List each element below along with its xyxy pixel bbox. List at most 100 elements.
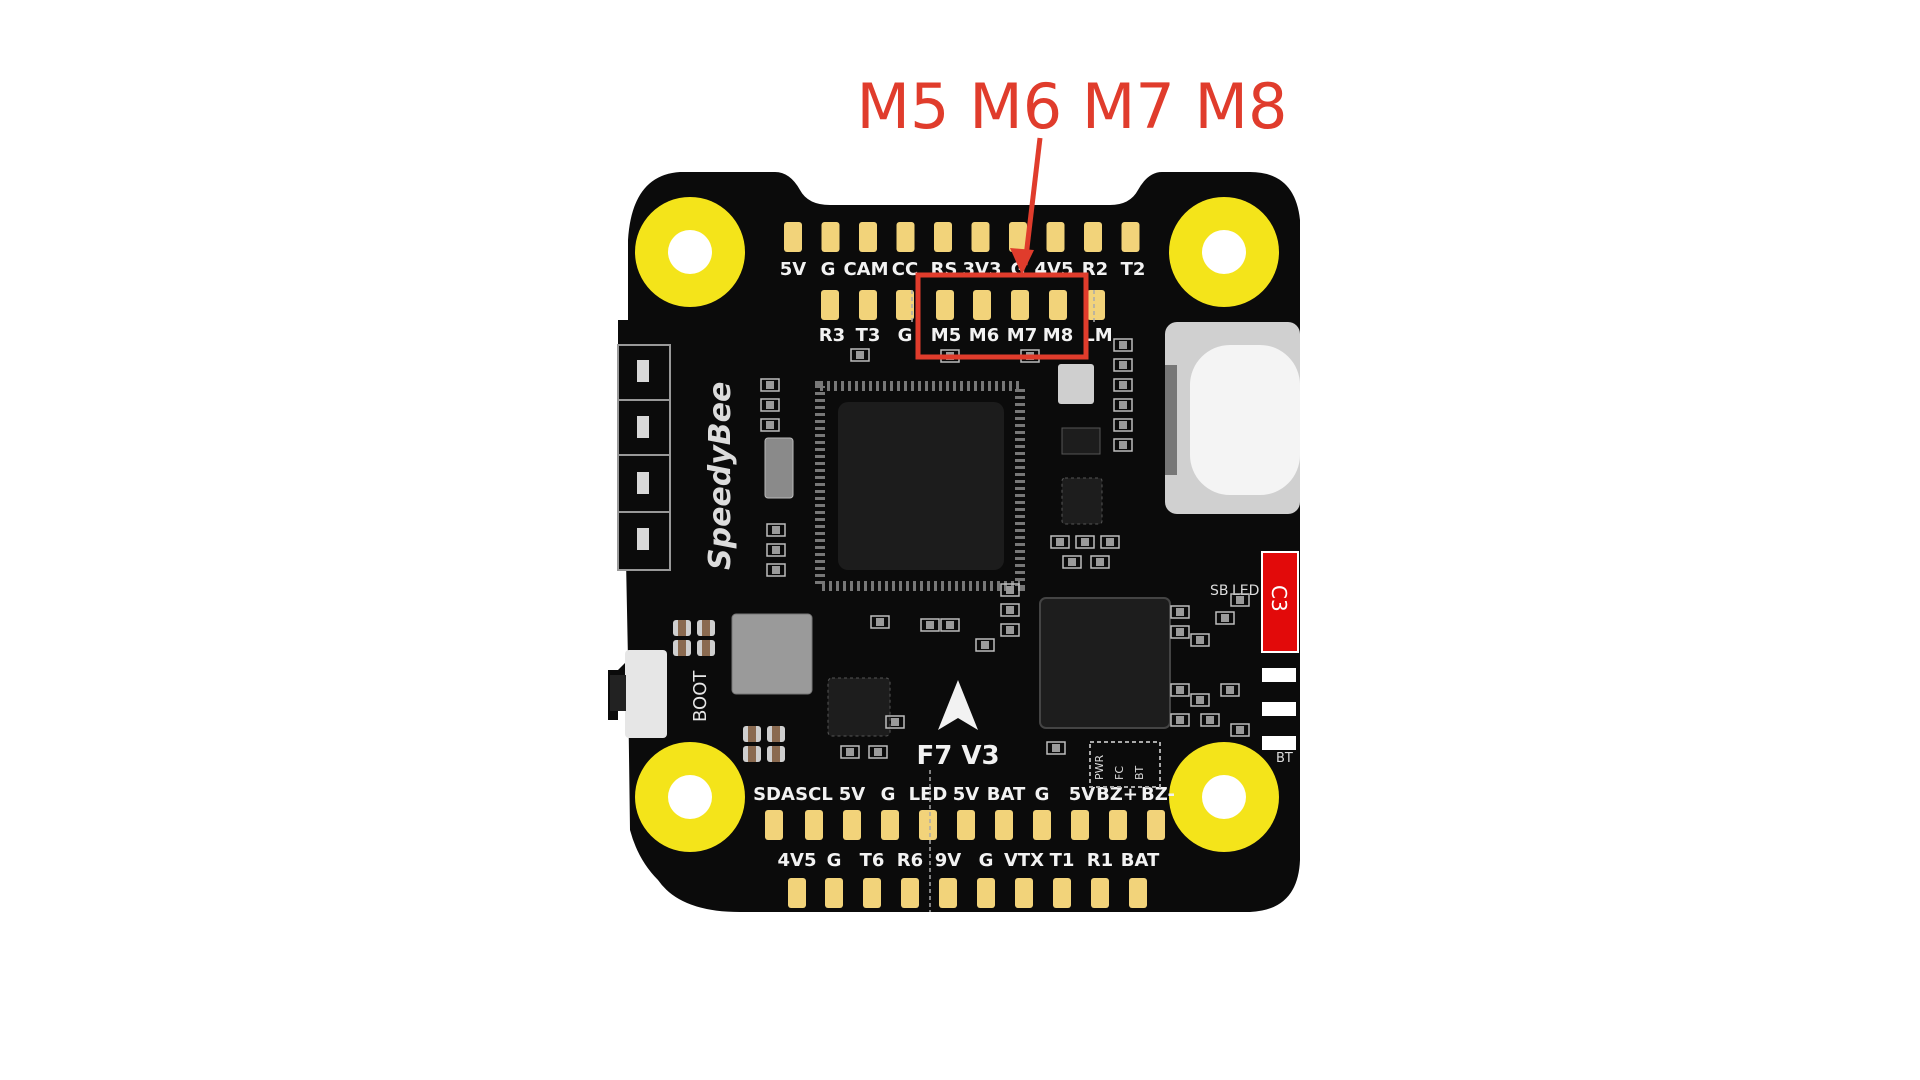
smd-component-body (1119, 381, 1127, 389)
capacitor-band (702, 640, 710, 656)
smd-component (1220, 683, 1240, 697)
pad-label: CAM (843, 259, 888, 280)
smd-component-body (772, 566, 780, 574)
smd-component (1190, 633, 1210, 647)
smd-component-body (1176, 628, 1184, 636)
brand-logo: SpeedyBee (703, 382, 738, 570)
pad-label: R6 (897, 850, 923, 871)
smd-component-body (1106, 538, 1114, 546)
solder-pad (825, 878, 843, 908)
smd-component-body (1226, 686, 1234, 694)
solder-pad (859, 290, 877, 320)
smd-component (1113, 398, 1133, 412)
status-led-label: PWR (1093, 754, 1106, 780)
solder-pad (881, 810, 899, 840)
smd-component (1113, 438, 1133, 452)
smd-component (885, 715, 905, 729)
pad-label: CC (892, 259, 918, 280)
smd-component (1170, 713, 1190, 727)
smd-component-body (1176, 608, 1184, 616)
pad-label: M8 (1043, 325, 1073, 346)
smd-component (1170, 605, 1190, 619)
smd-component-body (926, 621, 934, 629)
capacitor-band (678, 620, 686, 636)
mount-hole-bl (635, 742, 745, 852)
smd-component (1075, 535, 1095, 549)
smd-component-body (1119, 361, 1127, 369)
smd-component (850, 348, 870, 362)
solder-pad (843, 810, 861, 840)
passive-components (673, 338, 1250, 762)
pad-label: R1 (1087, 850, 1113, 871)
smd-component (1050, 535, 1070, 549)
smd-component (870, 615, 890, 629)
solder-pad (859, 222, 877, 252)
solder-pad (1109, 810, 1127, 840)
smd-component-body (1006, 626, 1014, 634)
callout-arrow-head (1010, 248, 1034, 275)
capacitor-band (772, 746, 780, 762)
small-chip (1061, 477, 1103, 525)
solder-pad (1015, 878, 1033, 908)
smd-component (1090, 555, 1110, 569)
smd-component (760, 398, 780, 412)
solder-pad (1121, 222, 1140, 252)
bottom-row1-pads (765, 810, 1165, 840)
pad-label: M5 (931, 325, 961, 346)
pad-label: BAT (1121, 850, 1160, 871)
smd-component-body (1119, 401, 1127, 409)
smd-component (766, 543, 786, 557)
smd-component-body (1096, 558, 1104, 566)
c3-capacitor (1261, 551, 1299, 653)
bluetooth-chip (1039, 597, 1171, 729)
mount-hole-br (1169, 742, 1279, 852)
pad-label: T6 (860, 850, 885, 871)
smd-component-body (772, 526, 780, 534)
pad-label: BAT (987, 784, 1026, 805)
sb-label: SB (1210, 583, 1229, 599)
solder-pad (788, 878, 806, 908)
pad-label: LED (909, 784, 948, 805)
solder-pad (805, 810, 823, 840)
usb-c-connector (1165, 322, 1300, 514)
top-row2-pads (821, 290, 1105, 320)
smd-component-body (1119, 421, 1127, 429)
solder-pad (821, 290, 839, 320)
solder-pad (1009, 222, 1027, 252)
smd-component (840, 745, 860, 759)
boot-button[interactable] (610, 650, 667, 738)
status-led-label: FC (1113, 766, 1126, 780)
solder-pad (863, 878, 881, 908)
smd-component-body (946, 621, 954, 629)
smd-component (1170, 625, 1190, 639)
right-edge-leds (1262, 668, 1296, 750)
smd-component (975, 638, 995, 652)
pad-label: 5V (1069, 784, 1096, 805)
smd-component-body (1056, 538, 1064, 546)
smd-component-body (1006, 586, 1014, 594)
smd-component-body (1119, 441, 1127, 449)
smd-component-body (1176, 686, 1184, 694)
smd-component (1170, 683, 1190, 697)
smd-component-body (772, 546, 780, 554)
smd-component (1190, 693, 1210, 707)
solder-pad (995, 810, 1013, 840)
solder-pad (821, 222, 840, 252)
callout-label: M5 M6 M7 M8 (857, 70, 1288, 143)
solder-pad (896, 222, 915, 252)
smd-component-body (876, 618, 884, 626)
highlight-box (915, 272, 1089, 360)
pad-label: R3 (819, 325, 845, 346)
smd-component-body (874, 748, 882, 756)
smd-component (1113, 378, 1133, 392)
smd-component-body (1081, 538, 1089, 546)
crystal (764, 437, 794, 499)
solder-pad (896, 290, 914, 320)
pad-label: VTX (1004, 850, 1044, 871)
pad-label: SCL (795, 784, 833, 805)
solder-pad (973, 290, 991, 320)
pad-label: G (821, 259, 836, 280)
pad-label: SDA (753, 784, 795, 805)
